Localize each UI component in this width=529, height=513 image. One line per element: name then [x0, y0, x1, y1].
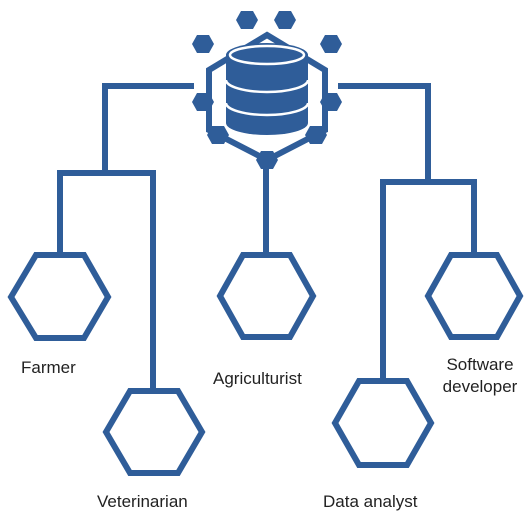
hexagon-software-developer: [424, 252, 524, 340]
database-icon: [224, 43, 310, 135]
hub-node-upper-right: [320, 35, 342, 53]
hexagon-veterinarian: [102, 388, 206, 476]
hub-node-bottom: [256, 151, 278, 169]
hub-node-top-left: [236, 11, 258, 29]
hub-node-middle-right: [320, 93, 342, 111]
hub-node-lower-left: [207, 126, 229, 144]
hexagon-data-analyst: [331, 378, 435, 468]
label-veterinarian: Veterinarian: [97, 492, 188, 511]
hexagon-agriculturist: [216, 252, 317, 340]
label-agriculturist: Agriculturist: [213, 369, 302, 388]
hub-node-upper-left: [192, 35, 214, 53]
hub-node-lower-right: [305, 126, 327, 144]
label-software-developer: Software developer: [442, 355, 518, 396]
label-data-analyst: Data analyst: [323, 492, 418, 511]
connector-right-trunk: [338, 83, 477, 253]
hub-node-top-right: [274, 11, 296, 29]
hexagon-farmer: [7, 252, 112, 341]
connector-data-analyst: [380, 179, 428, 381]
label-farmer: Farmer: [21, 358, 76, 377]
hub-node-middle-left: [192, 93, 214, 111]
connector-veterinarian: [105, 170, 156, 389]
